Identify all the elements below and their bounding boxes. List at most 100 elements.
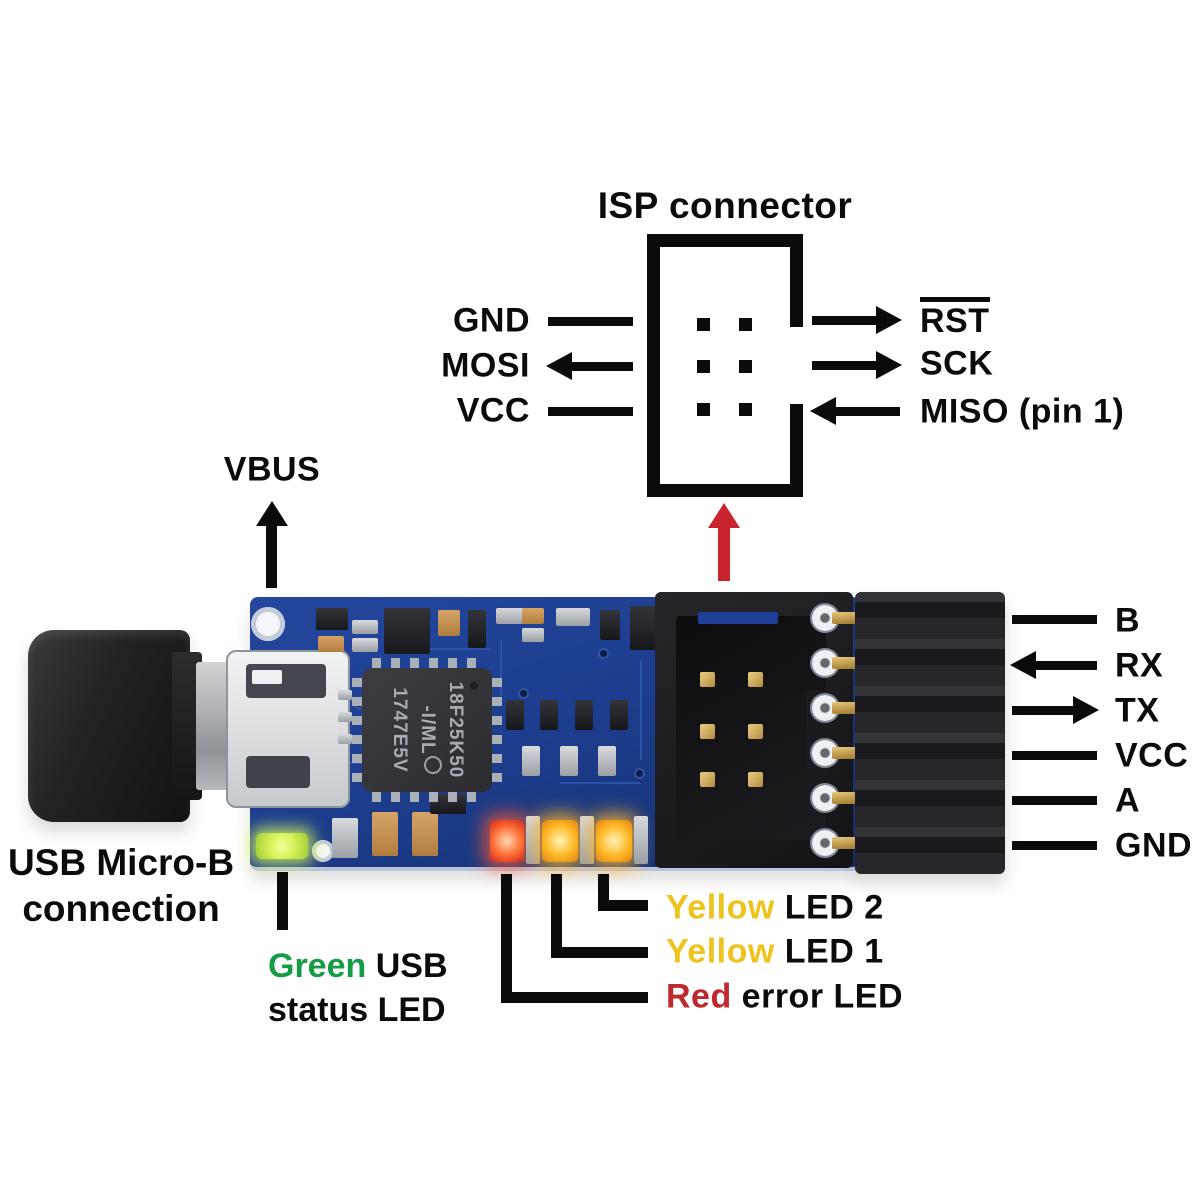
- yellow-led1-leader-v: [551, 874, 562, 958]
- isp-header-pin: [748, 724, 763, 739]
- yellow-led1-label: Yellow LED 1: [666, 933, 884, 972]
- usb-connection-label: USB Micro-B connection: [6, 840, 236, 932]
- smd-component: [575, 700, 593, 730]
- isp-label-sck: SCK: [920, 344, 994, 383]
- pin-a-line: [1012, 796, 1097, 805]
- yellow-led-1: [542, 820, 578, 862]
- yellow-led-2: [596, 820, 632, 862]
- red-led-leader-h: [501, 992, 648, 1003]
- isp-header-pin: [748, 672, 763, 687]
- yellow-led2-leader-v: [598, 874, 609, 911]
- pcb-via: [600, 650, 607, 657]
- isp-pointer-arrow-up-icon: [708, 503, 740, 528]
- yellow-led1-label-colored: Yellow: [666, 932, 775, 971]
- pcb-via: [520, 690, 527, 697]
- smd-component: [598, 746, 616, 776]
- rst-overline-text: RST: [920, 297, 990, 338]
- pin-vcc-line: [1012, 751, 1097, 760]
- chip-part-number: 18F25K50: [445, 681, 466, 779]
- isp-outline-top: [647, 234, 803, 247]
- smd-component: [540, 700, 558, 730]
- pcb-via: [636, 770, 643, 777]
- isp-pin-dot: [739, 360, 752, 373]
- pin-rx-line: [1034, 661, 1097, 670]
- pcb-trace: [500, 640, 502, 696]
- small-hole: [312, 840, 334, 862]
- yellow-led1-leader-h: [551, 947, 648, 958]
- smd-component: [384, 608, 430, 654]
- yellow-led2-label-rest: LED 2: [774, 888, 884, 927]
- vbus-arrow-shaft: [266, 524, 277, 588]
- vcc-line: [548, 407, 633, 416]
- pin-gnd-line: [1012, 841, 1097, 850]
- micro-usb-leg: [338, 690, 352, 700]
- pin-b-label: B: [1115, 601, 1141, 640]
- chip-pins-right: [492, 678, 502, 782]
- chip-package-code: -I/ML: [417, 705, 438, 755]
- rst-arrow-right-icon: [876, 306, 902, 334]
- smd-component: [610, 700, 628, 730]
- isp-header-pin: [700, 724, 715, 739]
- mounting-hole: [251, 607, 285, 641]
- smd-component: [600, 610, 620, 640]
- female-header-block: [855, 592, 1005, 874]
- isp-outline-right-upper: [790, 234, 803, 327]
- micro-usb-leg: [338, 734, 352, 744]
- smd-component: [332, 818, 358, 858]
- sck-arrow-right-icon: [876, 351, 902, 379]
- red-led-label-colored: Red: [666, 977, 732, 1016]
- green-led-leader-line: [277, 872, 288, 930]
- chip-date-code: 1747E5V: [389, 687, 410, 773]
- isp-pin-dot: [739, 318, 752, 331]
- pcb-trace: [430, 648, 490, 650]
- chip-pins-left: [352, 678, 362, 782]
- green-led-label-colored: Green: [268, 947, 367, 985]
- isp-pin-dot: [739, 403, 752, 416]
- isp-header-pin: [700, 672, 715, 687]
- smd-component: [506, 700, 524, 730]
- green-led-label: Green USB status LED: [268, 944, 448, 1032]
- smd-component: [468, 610, 486, 648]
- isp-label-rst: RST: [920, 297, 990, 341]
- pcb-trace: [640, 660, 642, 760]
- isp-label-miso: MISO (pin 1): [920, 392, 1125, 431]
- red-led-leader-v: [501, 874, 512, 1003]
- smd-component: [522, 628, 544, 642]
- smd-component: [556, 608, 590, 626]
- green-led-label-line2: status LED: [268, 991, 446, 1029]
- rst-line: [812, 316, 876, 325]
- isp-outline-left: [647, 234, 660, 497]
- chip-pins-bottom: [372, 792, 482, 802]
- miso-arrow-left-icon: [810, 397, 836, 425]
- isp-header-pin: [748, 772, 763, 787]
- isp-pin-dot: [697, 318, 710, 331]
- smd-component: [496, 608, 526, 624]
- vbus-arrow-up-icon: [256, 501, 288, 526]
- pin-a-label: A: [1115, 781, 1141, 820]
- isp-header-pin: [700, 772, 715, 787]
- smd-component: [522, 608, 544, 624]
- smd-resistor: [634, 816, 648, 864]
- pcb-trace: [560, 782, 640, 784]
- micro-usb-contact: [252, 670, 282, 684]
- isp-pin-dot: [697, 403, 710, 416]
- pin-rx-label: RX: [1115, 646, 1164, 685]
- smd-component: [316, 608, 348, 630]
- mosi-line: [570, 362, 633, 371]
- gnd-line: [548, 317, 633, 326]
- pin-tx-line: [1012, 706, 1075, 715]
- board-isp-header-slot: [698, 612, 778, 624]
- mosi-arrow-left-icon: [546, 352, 572, 380]
- pin-b-line: [1012, 615, 1097, 624]
- miso-line: [836, 407, 900, 416]
- isp-label-gnd: GND: [452, 301, 530, 340]
- smd-component: [438, 610, 460, 636]
- tx-arrow-right-icon: [1073, 696, 1099, 724]
- chip-text: 18F25K50 -I/ML 1747E5V: [383, 665, 471, 795]
- isp-pointer-arrow-shaft: [718, 526, 730, 581]
- smd-resistor: [580, 816, 594, 864]
- vbus-label: VBUS: [223, 450, 321, 489]
- green-usb-status-led: [256, 833, 308, 859]
- smd-component: [372, 812, 398, 856]
